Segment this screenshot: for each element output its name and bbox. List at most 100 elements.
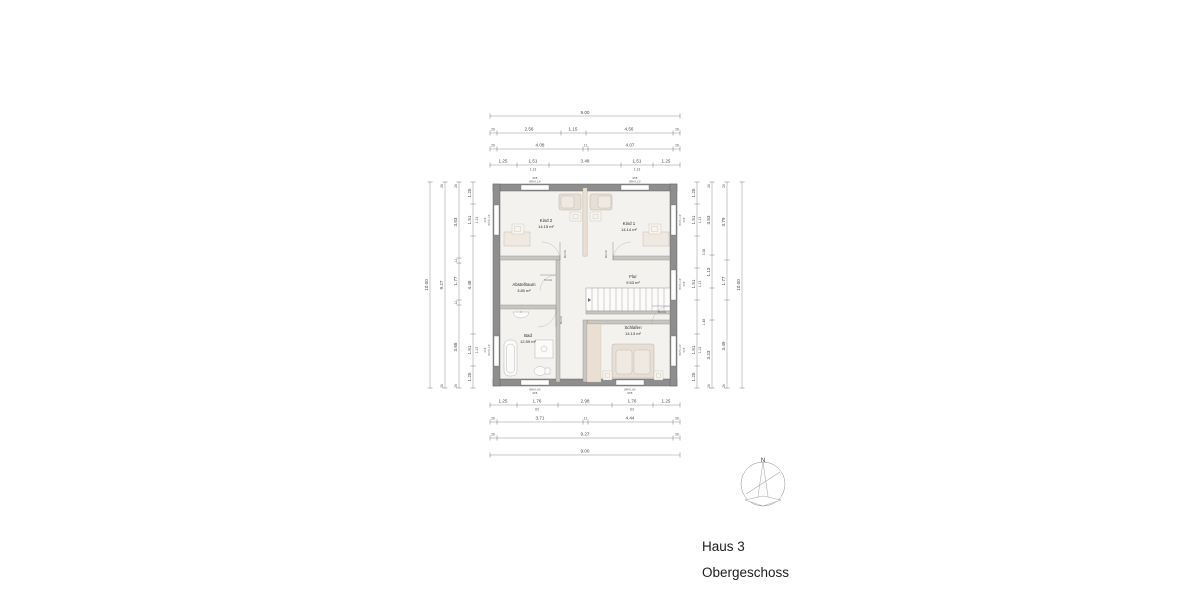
- top-dim2-seg4: 4.56: [625, 127, 634, 132]
- inner-wall-kind1-bottom: [612, 255, 671, 261]
- window-left-upper: [493, 204, 500, 236]
- outer-wall-left: [492, 183, 501, 387]
- left-dim-seg-bot-mark: 26: [454, 384, 458, 388]
- kind1-door-label: 88 2.01: [605, 249, 608, 258]
- schlafen-pillow-right: [633, 349, 651, 375]
- right-dim-mid-mark1: 3.38: [702, 249, 706, 256]
- inner-wall-abstell-bad: [499, 304, 557, 310]
- house-title: Haus 3: [702, 539, 745, 554]
- top-dim4-sub2: 1.13: [634, 168, 641, 172]
- top-dim-row-2: 26 2.56 1.15 4.56 26: [489, 127, 681, 136]
- bad-area: 12.59 m²: [520, 339, 536, 344]
- left-dim-seg1: 3.53: [453, 217, 458, 226]
- bottom-dim3-seg1: 26: [491, 433, 495, 437]
- bottom-dim-row-2: 26 3.71 11 4.44 26: [489, 416, 681, 425]
- windows: [493, 184, 677, 386]
- left-dim-seg3: 3.68: [453, 342, 458, 351]
- window-right-mid: [670, 269, 677, 301]
- kind2-pillow: [560, 195, 575, 209]
- inner-wall-kind2-bottom: [499, 255, 561, 261]
- abstellraum-name: Abstellraum: [512, 282, 536, 287]
- left-dim-openings: 1.25 1.51 1.13 4.48 1.51 1.13 1.25: [467, 181, 479, 389]
- top-dim-row-overall: 9.00: [489, 110, 681, 119]
- top-window-code-left: RFB: [533, 177, 538, 180]
- floor-title: Obergeschoss: [702, 565, 790, 580]
- right-dimension-chains: 1.25 1.51 1.13 1.51 1.13 1.51 1.13 1.25 …: [679, 181, 745, 389]
- kind2-chair-seat: [514, 226, 521, 232]
- kind2-nightstand-top: [572, 214, 579, 219]
- window-bottom-left: [520, 379, 550, 386]
- top-dim-row-4: 1.25 1.51 1.13 3.48 1.51 1.13 1.25: [489, 159, 681, 172]
- compass-cross-line: [745, 471, 781, 495]
- left-dim-seg2: 1.77: [453, 276, 458, 285]
- right-dim-a-botmark: 26: [707, 384, 711, 388]
- kind1-pillow: [597, 195, 612, 209]
- right-dim-b2: 1.77: [721, 276, 726, 285]
- kind1-name: Kind 1: [623, 221, 636, 226]
- bottom-dim3-seg2: 9.27: [581, 432, 590, 437]
- top-dim2-seg5: 26: [675, 128, 679, 132]
- bottom-dim2-seg1: 26: [491, 417, 495, 421]
- schlafen-name: Schlafen: [624, 325, 642, 330]
- bottom-dim1-seg3: 2.98: [581, 399, 590, 404]
- abstellraum-door-label: 76 2.01: [544, 279, 553, 282]
- bottom-dim1-seg5: 1.25: [662, 399, 671, 404]
- abstellraum-area: 3.80 m²: [517, 288, 531, 293]
- top-dim4-seg2: 1.51: [529, 159, 538, 164]
- bad-shower-drain: [540, 345, 548, 353]
- right-window-sill-2: BRH 1.13²: [679, 278, 682, 289]
- top-dim-row-3: 26 4.08 11 4.07 26: [489, 143, 681, 152]
- top-window-sill-right: BRH 1.13²: [629, 181, 640, 184]
- top-dim2-seg3: 1.15: [569, 127, 578, 132]
- bottom-window-sill-left: BRH 1.62²: [529, 389, 540, 392]
- right-dim-mid-mark2: 1.48: [702, 319, 706, 326]
- right-dim-b3: 3.49: [721, 341, 726, 350]
- bad-bathtub-inner: [506, 343, 515, 374]
- room-kind1: Kind 1 14.14 m² 88 2.01: [589, 193, 670, 261]
- right-dim-op3: 1.51: [691, 279, 696, 288]
- bottom-window-labels: BRH 1.62² RFB BRH 1.62² RFB: [529, 389, 635, 396]
- top-dimension-chains: 9.00 26 2.56 1.15 4.56 26: [489, 110, 681, 172]
- left-window-labels: RFB BRH 1.13² RFB BRH 1.13²: [484, 214, 491, 355]
- right-dim-overall: 10.00: [736, 181, 745, 389]
- room-abstellraum: Abstellraum 3.80 m² 76 2.01: [512, 274, 557, 293]
- window-right-lower: [670, 335, 677, 367]
- right-window-sill-3: BRH 1.13²: [679, 344, 682, 355]
- stair-stringer: [585, 310, 671, 315]
- right-dim-b1: 3.79: [721, 217, 726, 226]
- kind1-chair-seat: [651, 226, 658, 232]
- compass-needle-south: [744, 495, 782, 507]
- room-flur: Flur 9.53 m²: [626, 274, 640, 285]
- window-right-upper: [670, 204, 677, 236]
- bottom-dimension-chains: 1.25 1.76 63 2.98 1.76 63 1.25 26 3.71 1…: [489, 399, 681, 458]
- left-dim-927-value: 9.27: [439, 280, 444, 289]
- left-dim-op1: 1.25: [467, 188, 472, 197]
- kind2-door-label: 88 2.01: [564, 249, 567, 258]
- room-schlafen: Schlafen 14.13 m² 88 2.01: [602, 305, 671, 381]
- window-left-lower: [493, 335, 500, 367]
- window-top-right: [620, 184, 650, 191]
- inner-wall-schlafen-top: [586, 319, 671, 325]
- right-dim-b-topmark: 26: [722, 184, 726, 188]
- right-dim-overall-value: 10.00: [736, 279, 741, 291]
- left-window-code-2: RFB: [484, 347, 487, 352]
- bottom-dim1-sub1: 63: [535, 408, 539, 412]
- right-dim-op2: 1.51: [691, 215, 696, 224]
- bottom-dim-row-1: 1.25 1.76 63 2.98 1.76 63 1.25: [489, 399, 681, 412]
- bottom-dim1-seg4: 1.76: [628, 399, 637, 404]
- right-dim-a-topmark: 26: [707, 184, 711, 188]
- right-dim-openings: 1.25 1.51 1.13 1.51 1.13 1.51 1.13 1.25: [691, 181, 702, 389]
- right-window-sill-1: BRH 1.13²: [679, 214, 682, 225]
- bottom-dim1-seg2: 1.76: [533, 399, 542, 404]
- stair-shaft-floor: [586, 323, 602, 383]
- bottom-dim2-seg2: 3.71: [536, 416, 545, 421]
- kids-wall-floor-accent: [582, 187, 588, 257]
- kind2-area: 14.15 m²: [538, 224, 554, 229]
- right-dim-op4-sub: 1.13: [698, 347, 702, 354]
- right-dim-op5: 1.25: [691, 372, 696, 381]
- compass-north-label: N: [761, 458, 765, 464]
- bad-door-label: 88 2.01: [560, 315, 563, 324]
- left-dim-927-top-mark: 26: [440, 184, 444, 188]
- right-dim-op2-sub: 1.13: [698, 217, 702, 224]
